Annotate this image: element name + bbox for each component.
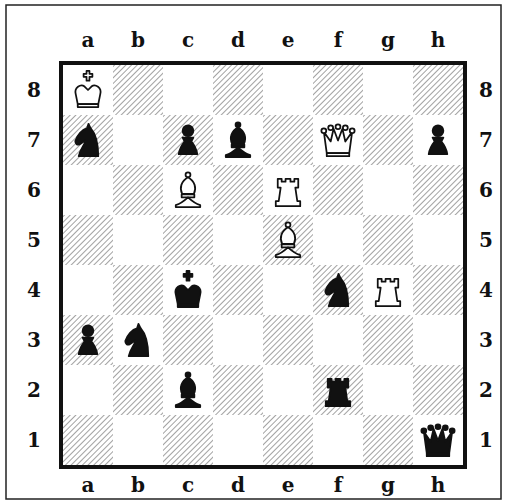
- white-rook: [376, 279, 400, 306]
- rank-number: 5: [479, 230, 493, 250]
- black-queen: [421, 424, 454, 456]
- rank-number: 7: [479, 130, 493, 150]
- rank-number: 8: [479, 80, 493, 100]
- black-knight: [75, 124, 98, 156]
- file-letter: d: [231, 475, 245, 495]
- black-knight: [125, 324, 148, 356]
- rank-number: 3: [27, 330, 41, 350]
- rank-number: 2: [479, 380, 493, 400]
- rank-number: 8: [27, 80, 41, 100]
- file-letter: g: [381, 475, 395, 495]
- rank-number: 6: [27, 180, 41, 200]
- rank-number: 6: [479, 180, 493, 200]
- file-letter: e: [282, 30, 295, 50]
- file-letter: c: [182, 475, 194, 495]
- black-rook: [326, 379, 350, 406]
- black-bishop: [226, 122, 250, 157]
- board-border: [61, 63, 465, 467]
- file-letter: a: [82, 30, 95, 50]
- file-letter: a: [82, 475, 95, 495]
- file-letter: d: [231, 30, 245, 50]
- rank-number: 1: [27, 430, 41, 450]
- file-letter: e: [282, 475, 295, 495]
- black-knight: [325, 274, 348, 306]
- black-bishop: [176, 372, 200, 407]
- rank-number: 3: [479, 330, 493, 350]
- file-letter: b: [131, 475, 145, 495]
- black-king: [175, 271, 200, 307]
- black-pawn: [429, 125, 448, 154]
- file-letter: b: [131, 30, 145, 50]
- rank-number: 4: [27, 280, 41, 300]
- file-letter: h: [431, 30, 446, 50]
- rank-number: 7: [27, 130, 41, 150]
- rank-number: 5: [27, 230, 41, 250]
- black-pawn: [179, 125, 198, 154]
- file-letter: h: [431, 475, 446, 495]
- white-queen: [321, 124, 354, 156]
- file-letter: f: [334, 30, 343, 50]
- white-bishop: [276, 222, 300, 257]
- white-bishop: [176, 172, 200, 207]
- rank-number: 2: [27, 380, 41, 400]
- rank-number: 4: [479, 280, 493, 300]
- outer-frame: [6, 5, 501, 499]
- black-pawn: [79, 325, 98, 354]
- file-letter: c: [182, 30, 194, 50]
- white-rook: [276, 179, 300, 206]
- white-king: [75, 71, 100, 107]
- rank-number: 1: [479, 430, 493, 450]
- file-letter: g: [381, 30, 395, 50]
- board-squares: [63, 65, 463, 465]
- pieces: [75, 71, 454, 456]
- file-letter: f: [334, 475, 343, 495]
